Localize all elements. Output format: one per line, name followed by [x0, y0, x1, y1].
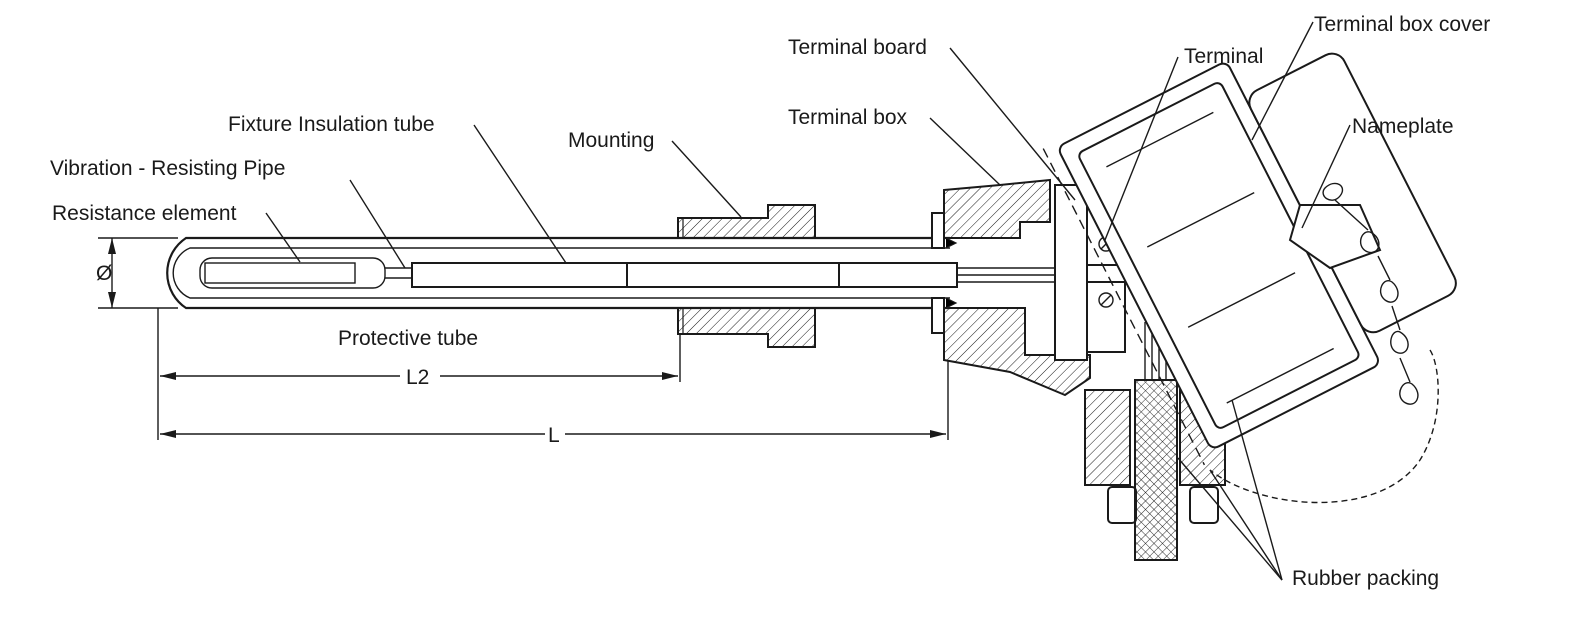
- terminal-box: [931, 178, 1091, 397]
- l-label: L: [548, 424, 560, 447]
- rubber-packing-label: Rubber packing: [1292, 567, 1439, 590]
- nameplate-label: Nameplate: [1352, 115, 1454, 138]
- cable: [1134, 322, 1178, 561]
- vibration-resisting-pipe: [385, 267, 412, 279]
- vibration-resisting-pipe-label: Vibration - Resisting Pipe: [50, 157, 285, 180]
- labels: Terminal box cover Terminal board Termin…: [50, 13, 1490, 590]
- fixture-insulation-tube-label: Fixture Insulation tube: [228, 113, 435, 136]
- mounting-label: Mounting: [568, 129, 654, 152]
- diameter-label: Ø: [96, 262, 112, 285]
- fixture-insulation-tube: [411, 262, 1060, 288]
- terminal-board-label: Terminal board: [788, 36, 927, 59]
- terminal-box-label: Terminal box: [788, 106, 908, 129]
- length-dimensions: L2 L: [157, 308, 949, 447]
- terminal-box-cover: [1042, 52, 1457, 466]
- chain: [1209, 182, 1439, 504]
- l2-label: L2: [406, 366, 429, 389]
- terminal-label: Terminal: [1184, 45, 1263, 68]
- protective-tube: [166, 236, 950, 310]
- terminal-box-cover-label: Terminal box cover: [1314, 13, 1490, 36]
- mounting: [677, 204, 816, 348]
- resistance-element: [199, 257, 386, 289]
- leader-lines: [265, 21, 1351, 581]
- protective-tube-label: Protective tube: [338, 327, 478, 350]
- resistance-element-label: Resistance element: [52, 202, 237, 225]
- diameter-dimension: Ø: [96, 237, 178, 309]
